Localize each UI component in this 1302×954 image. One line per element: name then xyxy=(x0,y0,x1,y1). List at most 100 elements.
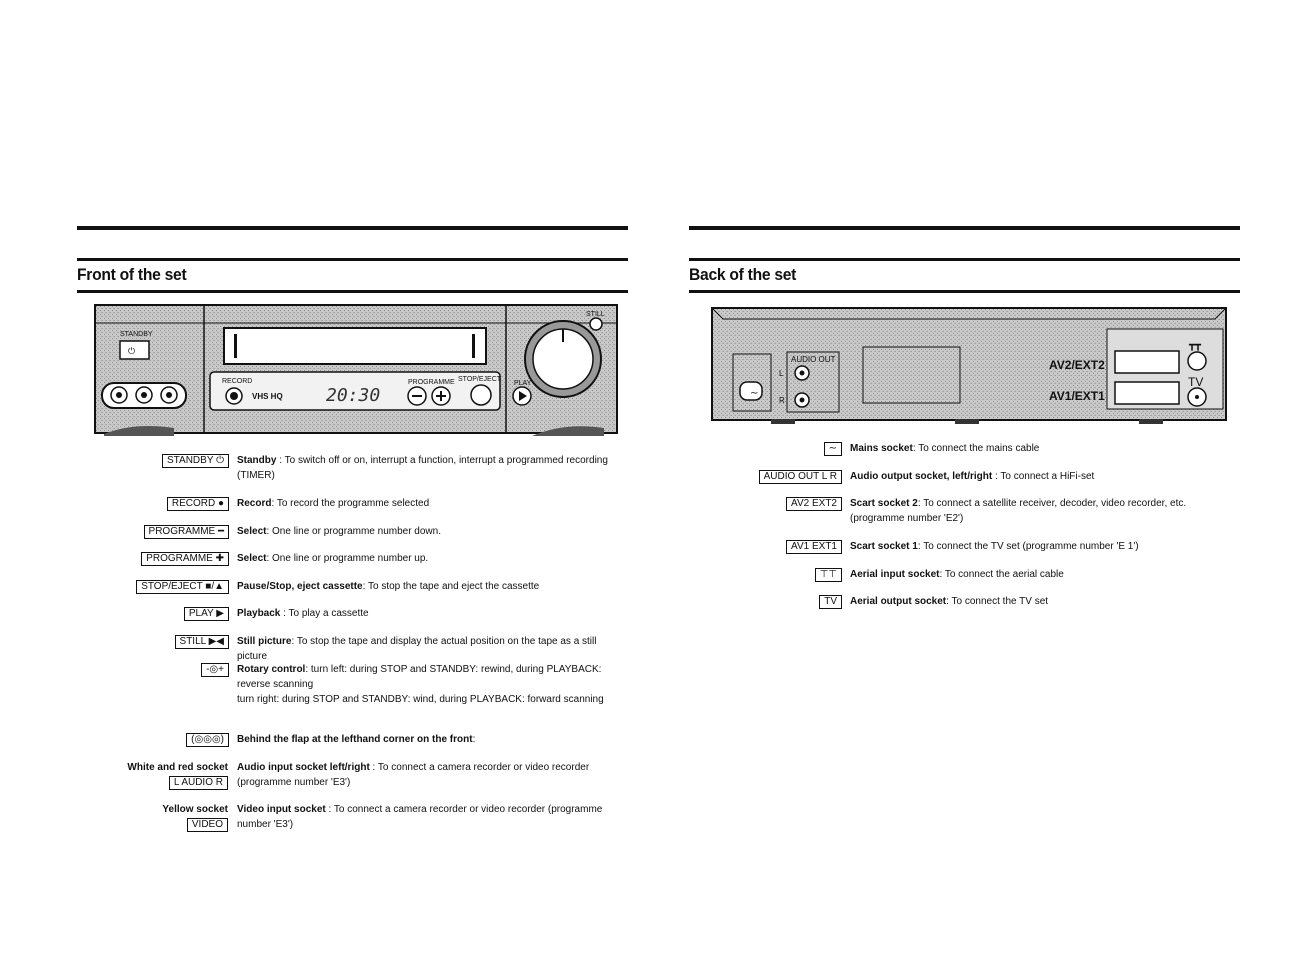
front-item-key-box: STILL ▶◀ xyxy=(174,635,229,649)
white-red-socket-key-box: L AUDIO R xyxy=(168,776,228,790)
svg-text:STILL: STILL xyxy=(586,311,605,318)
svg-text:AUDIO OUT: AUDIO OUT xyxy=(791,355,836,364)
front-item-term: Playback xyxy=(237,608,281,619)
front-panel-illustration: STANDBY ⏻ RECORD VHS HQ 20:30 PROGRAMME … xyxy=(94,304,618,438)
front-item-key-box: RECORD ● xyxy=(166,497,229,511)
back-item-key-label: ∼ xyxy=(823,442,842,456)
back-item-term: Mains socket xyxy=(850,443,913,454)
svg-text:PROGRAMME: PROGRAMME xyxy=(408,379,455,386)
front-item-description: Record: To record the programme selected xyxy=(237,496,629,511)
front-item-text: : To play a cassette xyxy=(280,608,369,619)
back-item-key-box: TV xyxy=(819,595,842,609)
front-item-description: Standby : To switch off or on, interrupt… xyxy=(237,453,629,483)
front-item-key-box: (◎◎◎) xyxy=(186,733,229,747)
back-item-description: Mains socket: To connect the mains cable xyxy=(850,441,1235,456)
back-item-term: Aerial output socket xyxy=(850,596,947,607)
front-item-description: Still picture: To stop the tape and disp… xyxy=(237,634,629,664)
front-item-description: Select: One line or programme number up. xyxy=(237,551,629,566)
back-item-description: Aerial input socket: To connect the aeri… xyxy=(850,567,1235,582)
front-item-key-label: STILL ▶◀ xyxy=(174,635,229,649)
back-item-term: Scart socket 1 xyxy=(850,541,918,552)
back-item-description: Aerial output socket: To connect the TV … xyxy=(850,594,1235,609)
front-item-key-label: PLAY ▶ xyxy=(183,607,229,621)
yellow-socket-description: Video input socket : To connect a camera… xyxy=(237,804,603,830)
back-item-text: : To connect the aerial cable xyxy=(939,569,1064,580)
back-item-term: Aerial input socket xyxy=(850,569,940,580)
front-item-text-2: turn right: during STOP and STANDBY: win… xyxy=(237,694,604,705)
front-item-term: Select xyxy=(237,526,267,537)
back-item-key-box: AUDIO OUT L R xyxy=(758,470,842,484)
front-item-key-box: STANDBY ⏻ xyxy=(162,454,229,468)
front-item-key-label: PROGRAMME ✚ xyxy=(141,552,229,566)
back-item-text: : To connect the TV set (programme numbe… xyxy=(917,541,1139,552)
back-item-key-box: ⊤⊤ xyxy=(814,568,842,582)
front-item-key-label: (◎◎◎) xyxy=(186,733,229,747)
back-item-text: : To connect the mains cable xyxy=(912,443,1040,454)
front-item-term: Select xyxy=(237,553,267,564)
front-item-key-box: STOP/EJECT ■/▲ xyxy=(136,580,229,594)
front-item-term: Pause/Stop, eject cassette xyxy=(237,581,363,592)
front-item-text: : To stop the tape and eject the cassett… xyxy=(362,581,540,592)
svg-text:TV: TV xyxy=(1188,375,1203,389)
front-item-key-box: PROGRAMME ━ xyxy=(143,525,229,539)
svg-text:PLAY: PLAY xyxy=(514,380,532,387)
standby-panel-label: STANDBY xyxy=(120,331,153,338)
white-red-socket-description: Audio input socket left/right : To conne… xyxy=(237,762,590,788)
front-panel-svg: STANDBY ⏻ RECORD VHS HQ 20:30 PROGRAMME … xyxy=(94,304,618,436)
svg-text:VHS HQ: VHS HQ xyxy=(252,392,283,401)
front-item-key-box: PLAY ▶ xyxy=(183,607,229,621)
front-item-key-box: -◎+ xyxy=(201,663,229,677)
back-item-key-label: AV2 EXT2 xyxy=(786,497,842,511)
front-item-description: Behind the flap at the lefthand corner o… xyxy=(237,732,629,747)
back-item-description: Audio output socket, left/right : To con… xyxy=(850,469,1235,484)
front-item-text: : One line or programme number up. xyxy=(266,553,429,564)
front-item-description: Select: One line or programme number dow… xyxy=(237,524,629,539)
svg-text:L: L xyxy=(779,369,784,378)
front-item-description: Playback : To play a cassette xyxy=(237,606,629,621)
svg-text:STOP/EJECT: STOP/EJECT xyxy=(458,376,502,383)
svg-text:R: R xyxy=(779,396,785,405)
front-item-key-label: PROGRAMME ━ xyxy=(143,525,229,539)
front-item-text: : To record the programme selected xyxy=(271,498,430,509)
back-item-description: Scart socket 2: To connect a satellite r… xyxy=(850,496,1235,526)
front-item-description: Rotary control: turn left: during STOP a… xyxy=(237,662,629,707)
front-title-underline xyxy=(77,290,628,293)
back-item-key-box: ∼ xyxy=(823,442,842,456)
front-item-description: Pause/Stop, eject cassette: To stop the … xyxy=(237,579,629,594)
back-panel-illustration: ┳┳ ∼ AUDIO OUT L R AV2/EXT2 AV1/EXT1 TV xyxy=(711,307,1227,425)
back-item-text: : To connect a HiFi-set xyxy=(992,471,1095,482)
front-item-key-label: -◎+ xyxy=(201,663,229,677)
back-item-text: : To connect the TV set xyxy=(946,596,1049,607)
back-item-description: Scart socket 1: To connect the TV set (p… xyxy=(850,539,1235,554)
front-item-key-box: PROGRAMME ✚ xyxy=(141,552,229,566)
back-item-key-label: TV xyxy=(819,595,842,609)
back-item-term: Scart socket 2 xyxy=(850,498,918,509)
back-title-rule xyxy=(689,258,1240,261)
front-item-term: Record xyxy=(237,498,272,509)
back-item-term: Audio output socket, left/right xyxy=(850,471,993,482)
front-title-rule xyxy=(77,258,628,261)
back-panel-svg: ┳┳ ∼ AUDIO OUT L R AV2/EXT2 AV1/EXT1 TV xyxy=(711,307,1227,424)
front-item-key-label: RECORD ● xyxy=(166,497,229,511)
front-item-text: : xyxy=(472,734,476,745)
front-item-text: : turn left: during STOP and STANDBY: re… xyxy=(237,664,602,690)
svg-text:⏻: ⏻ xyxy=(128,346,135,357)
svg-text:AV1/EXT1: AV1/EXT1 xyxy=(1049,389,1105,403)
front-item-text: : To stop the tape and display the actua… xyxy=(237,636,597,662)
back-item-key-box: AV1 EXT1 xyxy=(786,540,842,554)
front-item-key-label: STANDBY ⏻ xyxy=(162,454,229,468)
front-item-term: Still picture xyxy=(237,636,292,647)
back-item-text: : To connect a satellite receiver, decod… xyxy=(850,498,1187,524)
front-item-term: Standby xyxy=(237,455,277,466)
back-item-key-label: AV1 EXT1 xyxy=(786,540,842,554)
svg-text:AV2/EXT2: AV2/EXT2 xyxy=(1049,358,1105,372)
svg-text:RECORD: RECORD xyxy=(222,378,252,385)
front-item-text: : To switch off or on, interrupt a funct… xyxy=(237,455,608,481)
front-title: Front of the set xyxy=(77,265,187,284)
front-item-term: Behind the flap at the lefthand corner o… xyxy=(237,734,473,745)
front-item-text: : One line or programme number down. xyxy=(266,526,441,537)
yellow-socket-key-box: VIDEO xyxy=(186,818,228,832)
back-top-rule xyxy=(689,226,1240,230)
